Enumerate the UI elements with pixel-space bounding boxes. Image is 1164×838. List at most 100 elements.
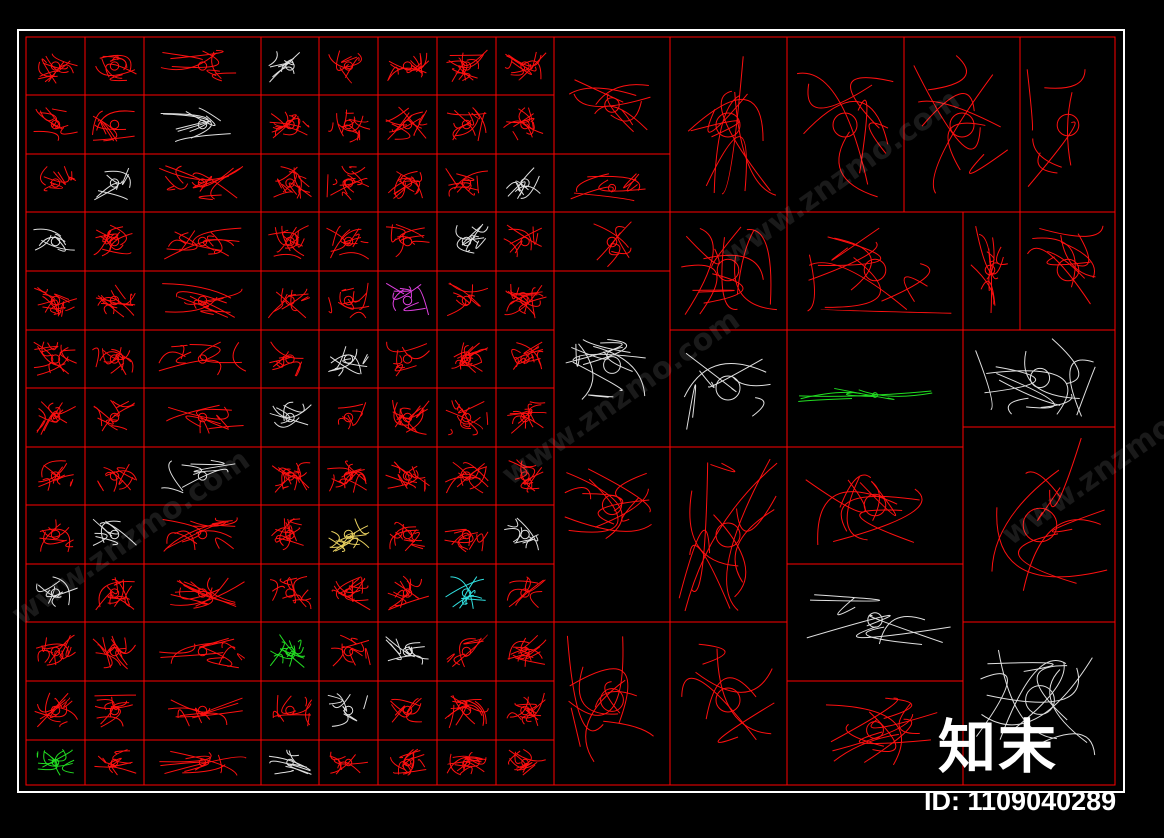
- ornament-stroke: [529, 401, 546, 404]
- ornament-stroke: [101, 404, 135, 432]
- ornament-motif: [446, 49, 488, 83]
- ornament-stroke: [50, 298, 78, 314]
- ornament-motif: [160, 107, 231, 143]
- ornament-boss: [984, 264, 996, 276]
- ornament-stroke: [509, 580, 539, 584]
- ornament-stroke: [508, 750, 521, 765]
- ornament-stroke: [288, 750, 301, 766]
- ornament-stroke: [36, 751, 39, 758]
- ornament-boss: [197, 529, 208, 540]
- ornament-motif: [683, 352, 771, 430]
- ornament-stroke: [391, 112, 410, 132]
- ornament-boss: [520, 61, 530, 71]
- ornament-stroke: [63, 166, 73, 181]
- ornament-stroke: [571, 346, 609, 360]
- ornament-boss: [832, 112, 858, 138]
- ornament-motif: [337, 402, 367, 430]
- ornament-stroke: [199, 419, 210, 434]
- ornament-stroke: [838, 131, 878, 198]
- ornament-motif: [385, 223, 430, 258]
- ornament-stroke: [100, 121, 115, 142]
- ornament-motif: [565, 339, 646, 400]
- ornament-motif: [166, 404, 244, 434]
- ornament-motif: [503, 107, 544, 141]
- inner-frame: [25, 36, 1116, 786]
- ornament-stroke: [101, 248, 132, 255]
- ornament-stroke: [338, 538, 360, 545]
- ornament-stroke: [36, 356, 69, 376]
- ornament-stroke: [339, 67, 353, 84]
- ornament-stroke: [445, 168, 457, 186]
- ornament-stroke: [168, 460, 184, 492]
- ornament-stroke: [189, 343, 221, 361]
- ornament-stroke: [424, 479, 426, 492]
- ornament-stroke: [416, 400, 430, 418]
- ornament-boss: [863, 258, 887, 282]
- ornament-stroke: [65, 539, 74, 548]
- ornament-stroke: [881, 263, 931, 302]
- ornament-stroke: [41, 58, 57, 84]
- ornament-stroke: [798, 397, 853, 403]
- ornament-motif: [38, 460, 74, 491]
- ornament-stroke: [976, 673, 1008, 737]
- ornament-stroke: [803, 100, 889, 145]
- ornament-stroke: [341, 471, 367, 482]
- ornament-stroke: [170, 642, 223, 664]
- ornament-boss: [520, 178, 530, 188]
- ornament-boss: [402, 646, 413, 657]
- ornament-library: [33, 49, 1108, 776]
- ornament-boss: [461, 529, 472, 540]
- ornament-stroke: [393, 180, 421, 195]
- ornament-stroke: [969, 149, 1009, 174]
- ornament-motif: [273, 166, 312, 199]
- ornament-boss: [50, 236, 61, 247]
- ornament-stroke: [341, 165, 366, 175]
- ornament-boss: [343, 178, 354, 188]
- ornament-stroke: [1032, 237, 1076, 288]
- ornament-stroke: [95, 229, 119, 241]
- ornament-boss: [343, 588, 354, 598]
- ornament-stroke: [578, 666, 619, 715]
- ornament-motif: [446, 634, 488, 668]
- ornament-boss: [461, 236, 472, 247]
- ornament-stroke: [46, 650, 64, 666]
- ornament-stroke: [290, 289, 297, 312]
- ornament-stroke: [403, 301, 426, 312]
- ornament-boss: [402, 295, 413, 306]
- ornament-stroke: [810, 594, 881, 602]
- ornament-stroke: [288, 182, 312, 198]
- ornament-boss: [402, 412, 413, 423]
- ornament-stroke: [281, 288, 308, 310]
- ornament-stroke: [512, 130, 519, 141]
- ornament-stroke: [516, 517, 539, 551]
- ornament-stroke: [471, 226, 489, 233]
- ornament-boss: [520, 412, 530, 423]
- ornament-stroke: [362, 354, 369, 365]
- ornament-stroke: [404, 531, 420, 552]
- ornament-stroke: [103, 466, 118, 492]
- ornament-stroke: [288, 640, 306, 657]
- ornament-stroke: [418, 114, 428, 126]
- ornament-motif: [33, 228, 75, 252]
- ornament-boss: [715, 375, 741, 401]
- ornament-stroke: [179, 712, 208, 719]
- ornament-stroke: [177, 295, 210, 308]
- ornament-stroke: [92, 135, 135, 141]
- ornament-stroke: [394, 589, 405, 608]
- ornament-boss: [197, 471, 208, 481]
- ornament-boss: [50, 295, 61, 306]
- ornament-stroke: [391, 705, 406, 723]
- ornament-stroke: [685, 352, 737, 393]
- ornament-stroke: [385, 636, 413, 655]
- ornament-stroke: [573, 192, 635, 202]
- ornament-boss: [50, 471, 61, 481]
- ornament-stroke: [681, 677, 757, 741]
- ornament-stroke: [200, 310, 231, 316]
- ornament-stroke: [328, 54, 351, 70]
- ornament-stroke: [94, 694, 137, 697]
- ornament-stroke: [112, 400, 136, 408]
- ornament-motif: [92, 635, 136, 670]
- ornament-stroke: [523, 341, 543, 355]
- ornament-stroke: [996, 372, 1055, 409]
- ornament-boss: [402, 178, 413, 188]
